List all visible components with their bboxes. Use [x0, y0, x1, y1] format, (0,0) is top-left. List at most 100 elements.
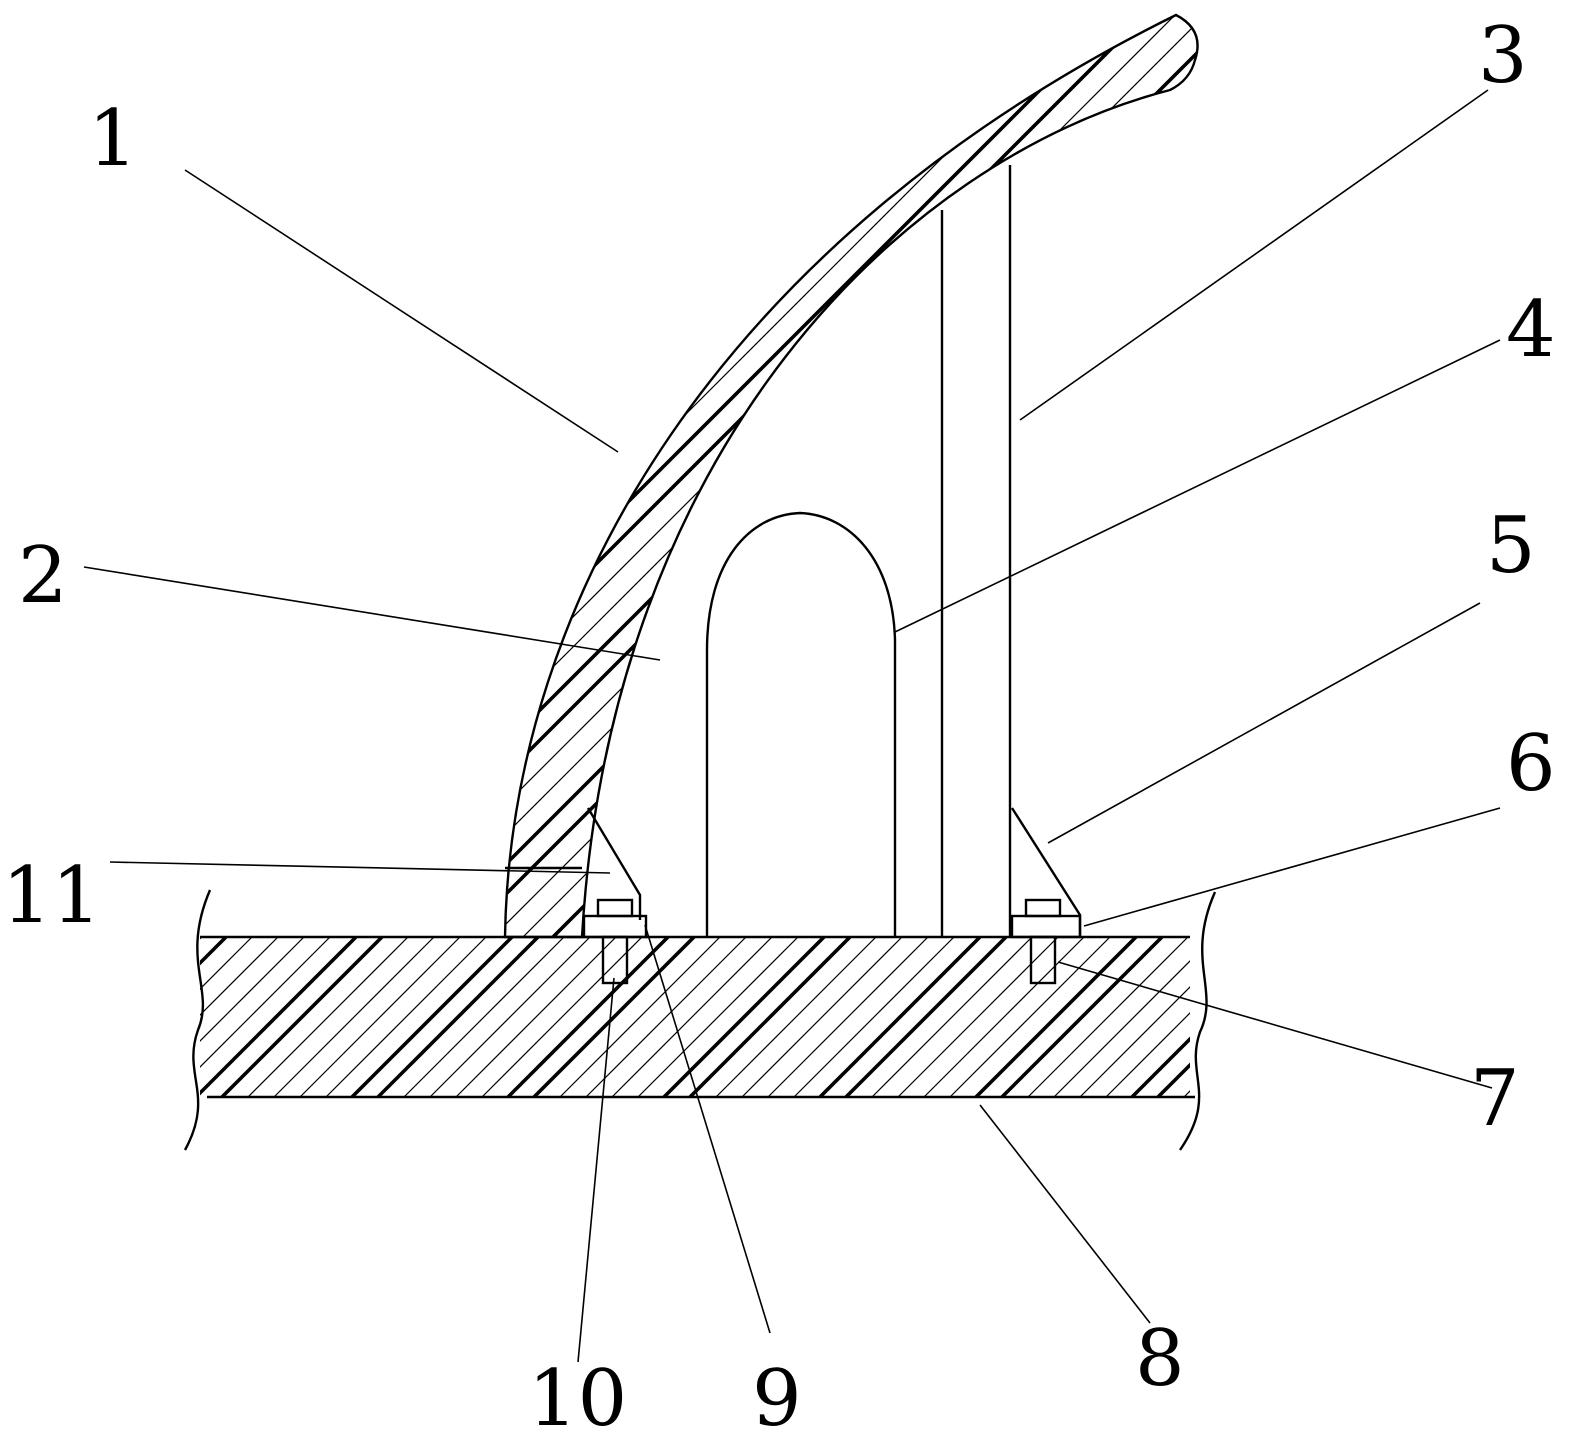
hatch-line: [897, 937, 1059, 1097]
leader-7: [1057, 961, 1493, 1089]
callout-7: 7: [1470, 1054, 1520, 1144]
callout-11: 11: [2, 851, 101, 941]
hatch-line: [585, 937, 747, 1097]
hatch-line: [299, 937, 461, 1097]
leader-9: [644, 924, 771, 1334]
hatch-line: [871, 937, 1033, 1097]
hatch-line: [505, 15, 1198, 937]
hatch-line: [505, 15, 951, 937]
hatch-line: [729, 15, 1198, 937]
hatch-line: [793, 937, 955, 1097]
hatch-line: [1130, 1036, 1190, 1097]
right-fixing-block: [1010, 807, 1082, 985]
hatch-line: [200, 937, 202, 940]
leader-lines: [83, 89, 1501, 1363]
hatch-line: [200, 937, 358, 1096]
hatch-line: [844, 937, 1008, 1097]
leader-2: [83, 566, 661, 661]
hatch-line: [849, 15, 1198, 937]
hatch-line: [505, 15, 1132, 937]
callout-labels: 1 2 3 4 5 6 7 8 9 10 11: [2, 11, 1556, 1444]
hatch-line: [759, 15, 1198, 937]
curved-shell-hatching: [0, 0, 1198, 940]
hatch-line: [715, 937, 877, 1097]
hatch-line: [0, 0, 440, 940]
base-plate-hatching: [200, 937, 1190, 1097]
leader-10: [577, 977, 615, 1363]
hatch-line: [505, 15, 922, 937]
leader-5: [1047, 602, 1481, 844]
hatch-line: [611, 937, 773, 1097]
hatch-line: [767, 937, 929, 1097]
hatch-line: [879, 15, 1198, 937]
inner-structure: [705, 165, 1012, 937]
hatch-line: [1027, 937, 1189, 1097]
left-break-line: [183, 889, 212, 1151]
hatch-line: [949, 937, 1111, 1097]
leader-1: [184, 169, 619, 453]
hatch-line: [1183, 1090, 1190, 1097]
hatch-line: [999, 15, 1198, 937]
callout-10: 10: [528, 1354, 627, 1444]
hatch-line: [532, 937, 696, 1097]
hatch-line: [662, 937, 826, 1097]
right-bolt-washer: [1010, 914, 1082, 939]
hatch-line: [200, 937, 305, 1042]
hatch-line: [505, 15, 1198, 937]
callout-1: 1: [88, 94, 138, 184]
hatch-line: [908, 15, 1198, 937]
hatch-line: [505, 15, 1198, 937]
hatch-line: [639, 15, 1198, 937]
hatch-line: [741, 937, 903, 1097]
hatch-line: [376, 937, 540, 1097]
left-fixing-block: [582, 807, 648, 985]
hatch-line: [273, 937, 435, 1097]
hatch-line: [688, 937, 852, 1097]
hatch-line: [923, 937, 1085, 1097]
hatch-line: [505, 15, 1198, 937]
hatch-line: [200, 937, 253, 990]
left-bolt-washer: [582, 914, 648, 939]
hatch-line: [505, 15, 1012, 937]
curved-shell: [0, 0, 1199, 940]
callout-6: 6: [1506, 719, 1556, 809]
hatch-line: [818, 937, 982, 1097]
callout-8: 8: [1135, 1314, 1185, 1404]
hatch-line: [788, 15, 1198, 937]
hatch-line: [325, 937, 487, 1097]
hatch-line: [1053, 960, 1190, 1097]
hatch-line: [1079, 986, 1190, 1097]
leader-4: [894, 339, 1501, 633]
hatch-line: [1156, 1062, 1190, 1097]
callout-4: 4: [1506, 285, 1556, 375]
hatch-line: [698, 15, 1198, 937]
hatch-line: [505, 15, 1071, 937]
callout-5: 5: [1486, 501, 1536, 591]
hatch-line: [505, 15, 532, 937]
hatch-line: [220, 937, 384, 1097]
left-gusset: [586, 807, 642, 920]
hatch-line: [506, 937, 670, 1097]
hatch-line: [429, 937, 591, 1097]
callout-2: 2: [18, 531, 68, 621]
base-plate: [183, 889, 1217, 1151]
hatch-line: [0, 0, 470, 940]
hatch-line: [505, 15, 1198, 937]
hatch-line: [505, 15, 1191, 937]
leader-11: [109, 861, 611, 874]
hatch-line: [1028, 15, 1198, 937]
hatch-line: [974, 937, 1138, 1097]
callout-3: 3: [1478, 11, 1528, 101]
left-bolt-shank: [601, 935, 629, 985]
hatch-line: [200, 937, 331, 1068]
hatch-line: [559, 937, 721, 1097]
hatch-line: [505, 15, 562, 937]
hatch-line: [609, 15, 1198, 937]
hatch-line: [200, 937, 279, 1016]
left-bolt-head: [596, 898, 634, 918]
hatch-line: [505, 15, 981, 937]
hatch-line: [637, 937, 799, 1097]
hatch-line: [818, 15, 1198, 937]
hatch-line: [1105, 1012, 1190, 1097]
